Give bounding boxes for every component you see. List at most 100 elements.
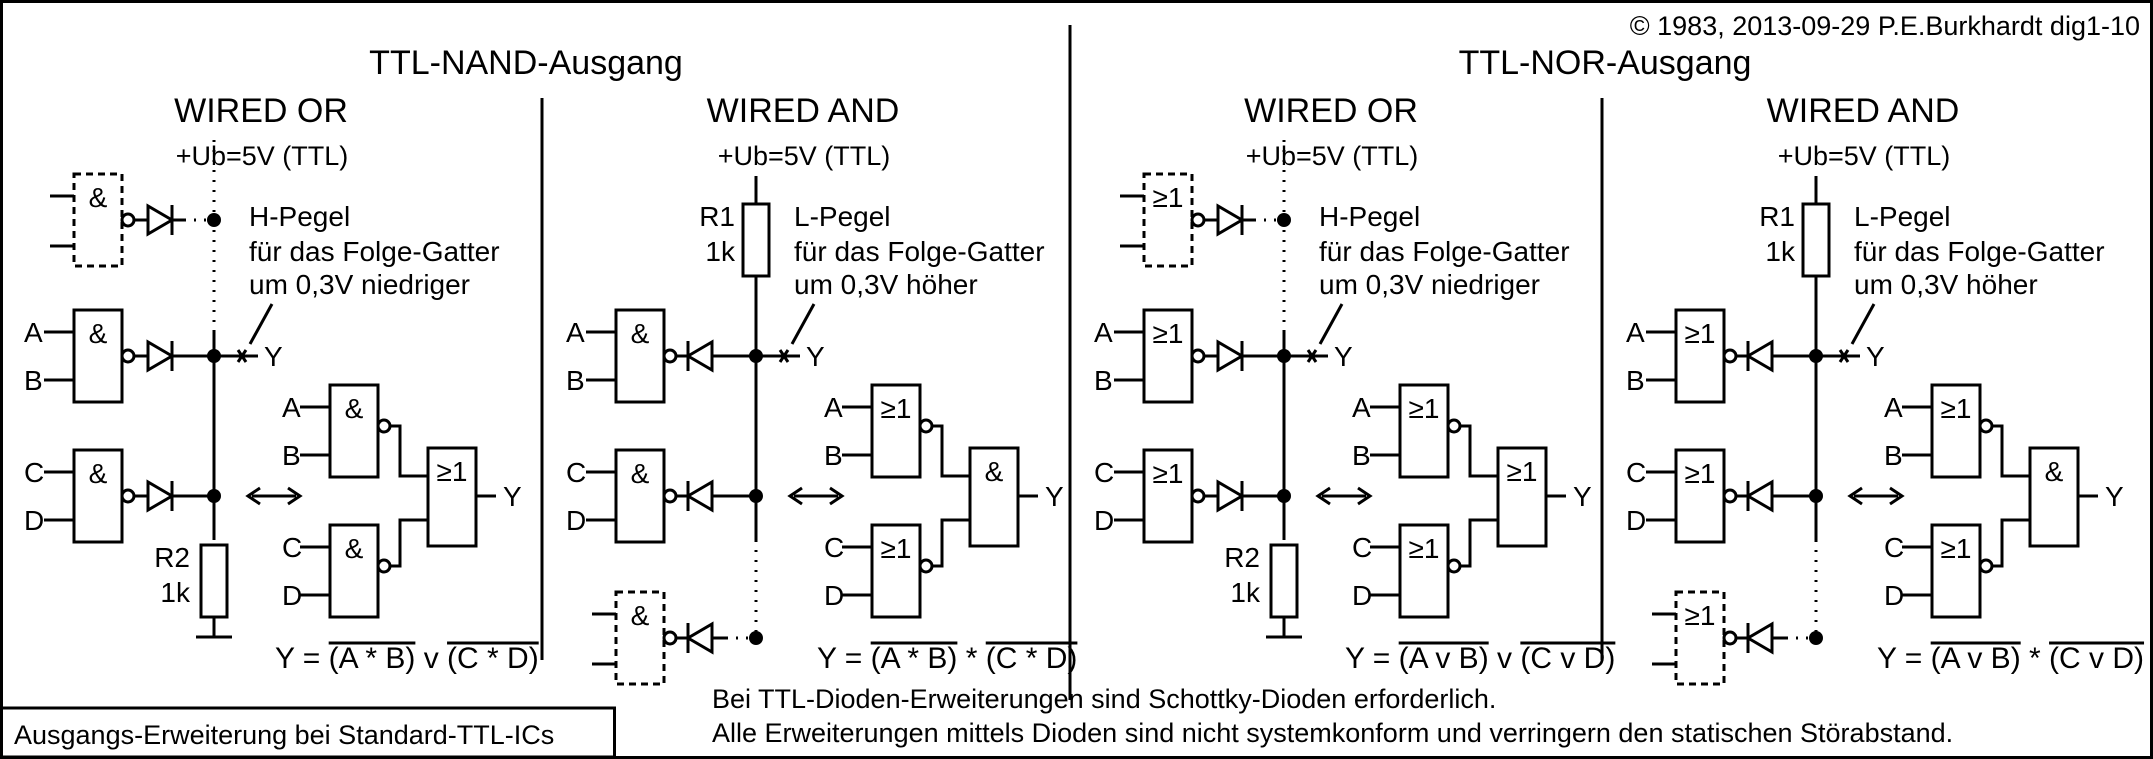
gate-symbol: ≥1 bbox=[437, 456, 468, 487]
gate-symbol: & bbox=[631, 600, 650, 631]
note-line-2: für das Folge-Gatter bbox=[249, 236, 500, 267]
inverter-bubble bbox=[662, 488, 678, 504]
footer-box-label: Ausgangs-Erweiterung bei Standard-TTL-IC… bbox=[14, 720, 554, 750]
formula-term-1: (A v B) bbox=[1399, 642, 1489, 675]
input-label-C: C bbox=[24, 457, 44, 488]
copyright-text: © 1983, 2013-09-29 P.E.Burkhardt dig1-10 bbox=[1630, 11, 2140, 41]
inverter-bubble bbox=[120, 488, 136, 504]
boolean-formula: Y = (A v B) v (C v D) bbox=[1345, 642, 1615, 675]
expander-gate-dashed bbox=[72, 172, 124, 268]
eq-input-label-D: D bbox=[1884, 580, 1904, 611]
panel-heading: WIRED AND bbox=[1767, 92, 1960, 130]
combine-wire-2 bbox=[932, 518, 970, 568]
input-label-A: A bbox=[24, 317, 43, 348]
formula-term-1: (A v B) bbox=[1931, 642, 2021, 675]
note-leader bbox=[248, 303, 274, 345]
output-cross bbox=[1838, 349, 1850, 363]
expander-gate-dashed bbox=[1142, 172, 1194, 268]
pullup-resistor bbox=[741, 202, 771, 278]
note-leader bbox=[1318, 303, 1344, 345]
note-line-3: um 0,3V höher bbox=[1854, 269, 2038, 300]
inverter-bubble bbox=[1722, 630, 1738, 646]
supply-label: +Ub=5V (TTL) bbox=[1778, 141, 1951, 171]
inverter-bubble bbox=[1446, 418, 1462, 434]
input-label-C: C bbox=[1626, 457, 1646, 488]
wiring-diode-1 bbox=[1202, 339, 1256, 373]
input-label-B: B bbox=[1626, 365, 1645, 396]
junction-dot bbox=[1809, 631, 1823, 645]
input-label-D: D bbox=[1626, 505, 1646, 536]
gate-symbol: & bbox=[631, 318, 650, 349]
gate-symbol: ≥1 bbox=[881, 533, 912, 564]
input-label-B: B bbox=[566, 365, 585, 396]
wiring-diode-1 bbox=[674, 339, 728, 373]
note-line-3: um 0,3V niedriger bbox=[1319, 269, 1540, 300]
eq-input-label-C: C bbox=[1352, 532, 1372, 563]
equivalent-gate-2 bbox=[1930, 523, 1982, 619]
inverter-bubble bbox=[1722, 488, 1738, 504]
eq-output-label-Y: Y bbox=[1573, 481, 1592, 512]
wiring-diode-2 bbox=[1202, 479, 1256, 513]
formula-prefix: Y = bbox=[817, 642, 871, 675]
expander-diode bbox=[674, 621, 728, 655]
formula-operator: * bbox=[957, 642, 985, 675]
resistor-name: R1 bbox=[1759, 201, 1795, 232]
equivalence-arrow bbox=[1848, 486, 1904, 506]
wiring-diode-2 bbox=[132, 479, 186, 513]
equivalent-gate-1 bbox=[328, 383, 380, 479]
panel-heading: WIRED OR bbox=[174, 92, 348, 130]
formula-operator: v bbox=[415, 642, 447, 675]
output-gate-1 bbox=[72, 308, 124, 404]
inverter-bubble bbox=[1190, 488, 1206, 504]
gate-symbol: & bbox=[89, 182, 108, 213]
input-label-A: A bbox=[566, 317, 585, 348]
expander-diode bbox=[1202, 203, 1256, 237]
resistor-value: 1k bbox=[1230, 577, 1261, 608]
output-label-Y: Y bbox=[264, 341, 283, 372]
equivalence-arrow bbox=[788, 486, 844, 506]
eq-input-label-A: A bbox=[824, 392, 843, 423]
inverter-bubble bbox=[918, 418, 934, 434]
inverter-bubble bbox=[918, 558, 934, 574]
note-leader bbox=[790, 303, 816, 345]
combine-wire-2 bbox=[1460, 518, 1498, 568]
input-label-C: C bbox=[1094, 457, 1114, 488]
resistor-value: 1k bbox=[160, 577, 191, 608]
pullup-resistor bbox=[1801, 202, 1831, 278]
supply-label: +Ub=5V (TTL) bbox=[176, 141, 349, 171]
combine-wire-1 bbox=[1460, 424, 1498, 478]
combine-wire-1 bbox=[1992, 424, 2030, 478]
wiring-diode-1 bbox=[132, 339, 186, 373]
inverter-bubble bbox=[1978, 418, 1994, 434]
formula-term-1: (A * B) bbox=[329, 642, 416, 675]
boolean-formula: Y = (A * B) * (C * D) bbox=[817, 642, 1077, 675]
nor-half-title: TTL-NOR-Ausgang bbox=[1459, 44, 1752, 82]
eq-output-label-Y: Y bbox=[1045, 481, 1064, 512]
gate-symbol: & bbox=[631, 458, 650, 489]
eq-input-label-B: B bbox=[1884, 440, 1903, 471]
equivalent-gate-1 bbox=[1930, 383, 1982, 479]
input-label-D: D bbox=[1094, 505, 1114, 536]
combine-wire-2 bbox=[390, 518, 428, 568]
gate-symbol: ≥1 bbox=[1685, 318, 1716, 349]
inverter-bubble bbox=[1978, 558, 1994, 574]
equivalent-gate-2 bbox=[870, 523, 922, 619]
equivalence-arrow bbox=[246, 486, 302, 506]
panel-heading: WIRED OR bbox=[1244, 92, 1418, 130]
equivalent-gate-2 bbox=[1398, 523, 1450, 619]
eq-input-label-C: C bbox=[824, 532, 844, 563]
note-disclaimer: Alle Erweiterungen mittels Dioden sind n… bbox=[712, 718, 1953, 748]
note-schottky: Bei TTL-Dioden-Erweiterungen sind Schott… bbox=[712, 684, 1496, 714]
gate-symbol: & bbox=[345, 533, 364, 564]
panel-heading: WIRED AND bbox=[707, 92, 900, 130]
equivalence-arrow bbox=[1316, 486, 1372, 506]
formula-term-2: (C * D) bbox=[447, 642, 539, 675]
eq-input-label-D: D bbox=[1352, 580, 1372, 611]
formula-operator: v bbox=[1489, 642, 1521, 675]
inverter-bubble bbox=[120, 212, 136, 228]
resistor-value: 1k bbox=[1765, 236, 1796, 267]
